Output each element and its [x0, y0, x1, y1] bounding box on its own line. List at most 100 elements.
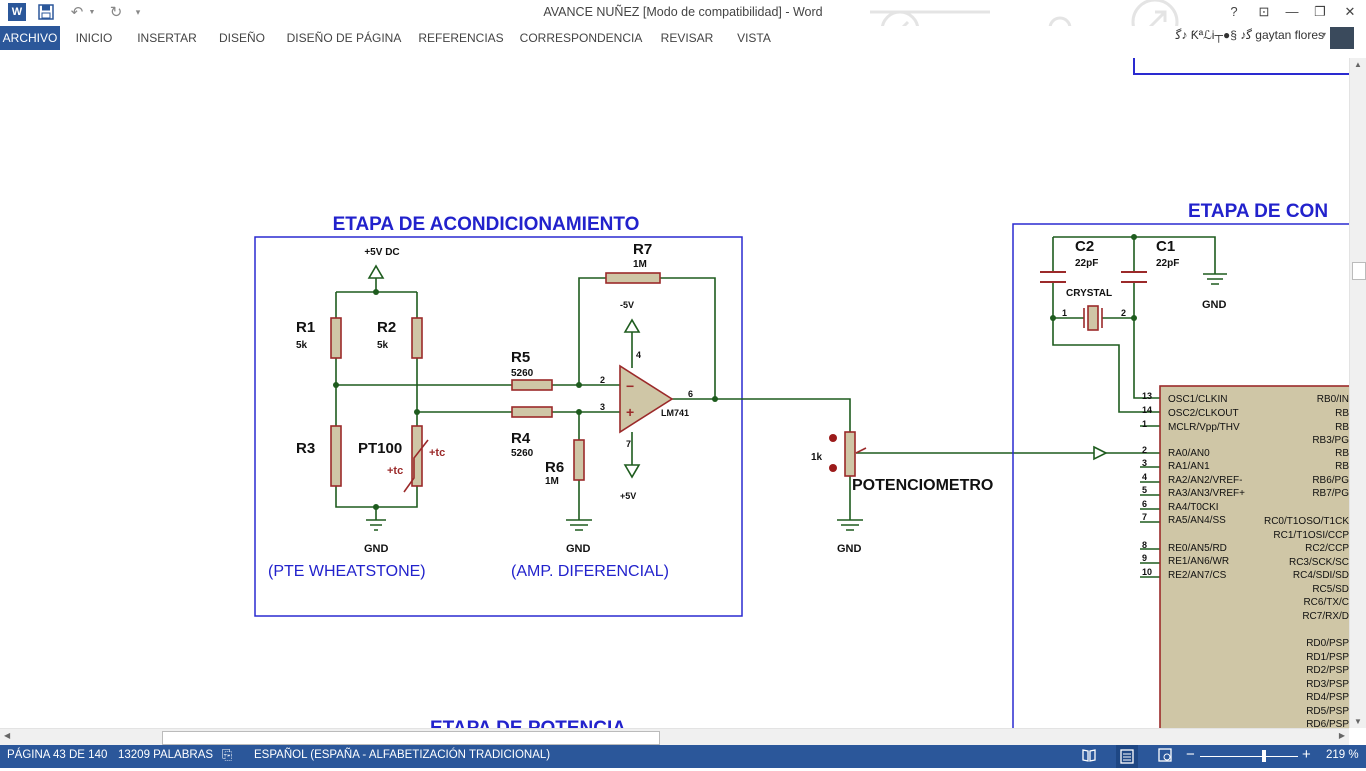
- tab-vista[interactable]: VISTA: [737, 31, 771, 45]
- mcu-body: [1159, 385, 1349, 728]
- zoom-level[interactable]: 219 %: [1326, 749, 1359, 761]
- crystal-pin2: 2: [1121, 308, 1126, 318]
- help-button[interactable]: ?: [1230, 4, 1238, 19]
- r2-value: 5k: [377, 340, 389, 351]
- ribbon-display-options-icon[interactable]: ⊡: [1258, 4, 1270, 19]
- mcu-pin-label-right: RD3/PSP: [1306, 679, 1349, 690]
- r4-body: [511, 406, 553, 418]
- r6-body: [573, 439, 585, 481]
- zoom-in-button[interactable]: +: [1302, 746, 1311, 763]
- print-layout-icon[interactable]: [1116, 745, 1138, 768]
- vertical-scrollbar[interactable]: ▲ ▼: [1349, 58, 1366, 728]
- document-area[interactable]: ETAPA DE ACONDICIONAMIENTO +5V DC: [0, 50, 1349, 728]
- scroll-left-icon[interactable]: ◀: [4, 731, 11, 740]
- page-count[interactable]: PÁGINA 43 DE 140: [7, 749, 108, 761]
- minimize-button[interactable]: —: [1285, 4, 1299, 19]
- r4-label: R4: [511, 430, 531, 447]
- input-arrow: [1093, 445, 1108, 461]
- tab-revisar[interactable]: REVISAR: [660, 31, 714, 45]
- horizontal-scrollbar[interactable]: ◀ ▶: [0, 728, 1349, 746]
- opamp-minus-icon: −: [626, 378, 634, 394]
- mcu-pin-number: 9: [1142, 553, 1147, 563]
- proofing-icon[interactable]: ⎘: [222, 747, 233, 762]
- scroll-right-icon[interactable]: ▶: [1338, 731, 1345, 740]
- tab-diseno[interactable]: DISEÑO: [218, 31, 265, 45]
- zoom-slider-thumb[interactable]: [1262, 750, 1266, 762]
- mcu-pin-number: 14: [1142, 405, 1152, 415]
- stage2-gnd-label: GND: [1202, 299, 1227, 311]
- amp-caption: (AMP. DIFERENCIAL): [511, 563, 669, 580]
- mcu-pin-number: 4: [1142, 472, 1147, 482]
- mcu-pin-number: 1: [1142, 419, 1147, 429]
- tab-insertar[interactable]: INSERTAR: [137, 31, 197, 45]
- customize-qat-icon[interactable]: ▾: [135, 6, 141, 17]
- r4-value: 5260: [511, 448, 534, 459]
- zoom-slider-track[interactable]: [1200, 756, 1298, 757]
- user-name[interactable]: ﮔ♪ Ƙªℒi┬●§ ♪ﮔ gaytan flores: [1175, 28, 1324, 42]
- pin3-label: 3: [600, 402, 605, 412]
- avatar[interactable]: [1330, 27, 1354, 49]
- pin4-label: 4: [636, 350, 641, 360]
- ground-labels: GND GND GND: [364, 543, 862, 555]
- tab-inicio[interactable]: INICIO: [75, 31, 113, 45]
- crystal-plates: [1083, 308, 1103, 328]
- mcu-pin-label-left: RA2/AN2/VREF-: [1168, 475, 1242, 486]
- c2-value: 22pF: [1075, 258, 1098, 269]
- ground-symbols: [366, 519, 863, 531]
- neg5-arrow: [623, 318, 641, 333]
- stage1-wires: [335, 277, 1094, 520]
- mcu-pin-number: 10: [1142, 567, 1152, 577]
- close-button[interactable]: ✕: [1344, 4, 1356, 19]
- horizontal-scroll-thumb[interactable]: [162, 731, 660, 745]
- c1-label: C1: [1156, 238, 1175, 255]
- tab-correspondencia[interactable]: CORRESPONDENCIA: [519, 31, 643, 45]
- save-icon[interactable]: [37, 3, 55, 21]
- pin6-label: 6: [688, 389, 693, 399]
- undo-icon[interactable]: ↶: [70, 4, 84, 21]
- language-status[interactable]: ESPAÑOL (ESPAÑA - ALFABETIZACIÓN TRADICI…: [254, 749, 551, 761]
- r1-label: R1: [296, 319, 315, 336]
- pt100-body: [411, 425, 423, 487]
- web-layout-icon[interactable]: [1158, 748, 1172, 765]
- tab-archivo[interactable]: ARCHIVO: [0, 26, 60, 50]
- vertical-scroll-thumb[interactable]: [1352, 262, 1366, 280]
- gnd3-label: GND: [837, 543, 862, 555]
- redo-icon[interactable]: ↻: [109, 4, 123, 21]
- r1-body: [330, 317, 342, 359]
- mcu-pin-label-right: RC3/SCK/SC: [1289, 557, 1349, 568]
- word-count[interactable]: 13209 PALABRAS: [118, 749, 214, 761]
- user-dropdown-icon[interactable]: ▾: [1321, 30, 1326, 39]
- mcu-pin-label-right: RB6/PG: [1312, 475, 1349, 486]
- stage2-frame: [1012, 223, 1349, 728]
- mcu-pin-label-right: RC2/CCP: [1305, 543, 1349, 554]
- vcc-arrow: [367, 264, 385, 279]
- mcu-pin-label-right: RB3/PG: [1312, 435, 1349, 446]
- r5-body: [511, 379, 553, 391]
- read-mode-icon[interactable]: [1082, 748, 1096, 765]
- title-bar: W ↶ ▼ ↻ ▾ AVANCE NUÑEZ [Modo de compatib…: [0, 0, 1366, 50]
- restore-button[interactable]: ❐: [1314, 4, 1326, 19]
- status-bar: PÁGINA 43 DE 140 13209 PALABRAS ⎘ ESPAÑO…: [0, 745, 1366, 768]
- pot-wiper: [855, 447, 867, 454]
- mcu-pin-label-right: RD4/PSP: [1306, 692, 1349, 703]
- word-app-icon[interactable]: W: [8, 3, 26, 21]
- mcu-pin-label-right: RD5/PSP: [1306, 706, 1349, 717]
- r7-value: 1M: [633, 259, 647, 270]
- mcu-pin-label-right: RB: [1335, 408, 1349, 419]
- mcu-pin-label-right: RB: [1335, 461, 1349, 472]
- zoom-out-button[interactable]: −: [1186, 746, 1195, 763]
- pin7-label: 7: [626, 439, 631, 449]
- crystal-body: [1087, 305, 1099, 331]
- tab-diseno-pagina[interactable]: DISEÑO DE PÁGINA: [286, 31, 402, 45]
- undo-dropdown-icon[interactable]: ▼: [88, 8, 96, 16]
- opamp-plus-icon: +: [626, 404, 634, 420]
- pos5-label: +5V: [620, 491, 636, 501]
- mcu-pin-label-right: RC1/T1OSI/CCP: [1273, 530, 1349, 541]
- mcu-pin-label-left: RE1/AN6/WR: [1168, 556, 1229, 567]
- scroll-down-icon[interactable]: ▼: [1354, 717, 1362, 726]
- mcu-pin-label-right: RB: [1335, 448, 1349, 459]
- mcu-pin-label-right: RC0/T1OSO/T1CK: [1264, 516, 1349, 527]
- tab-referencias[interactable]: REFERENCIAS: [418, 31, 504, 45]
- scroll-up-icon[interactable]: ▲: [1354, 60, 1362, 69]
